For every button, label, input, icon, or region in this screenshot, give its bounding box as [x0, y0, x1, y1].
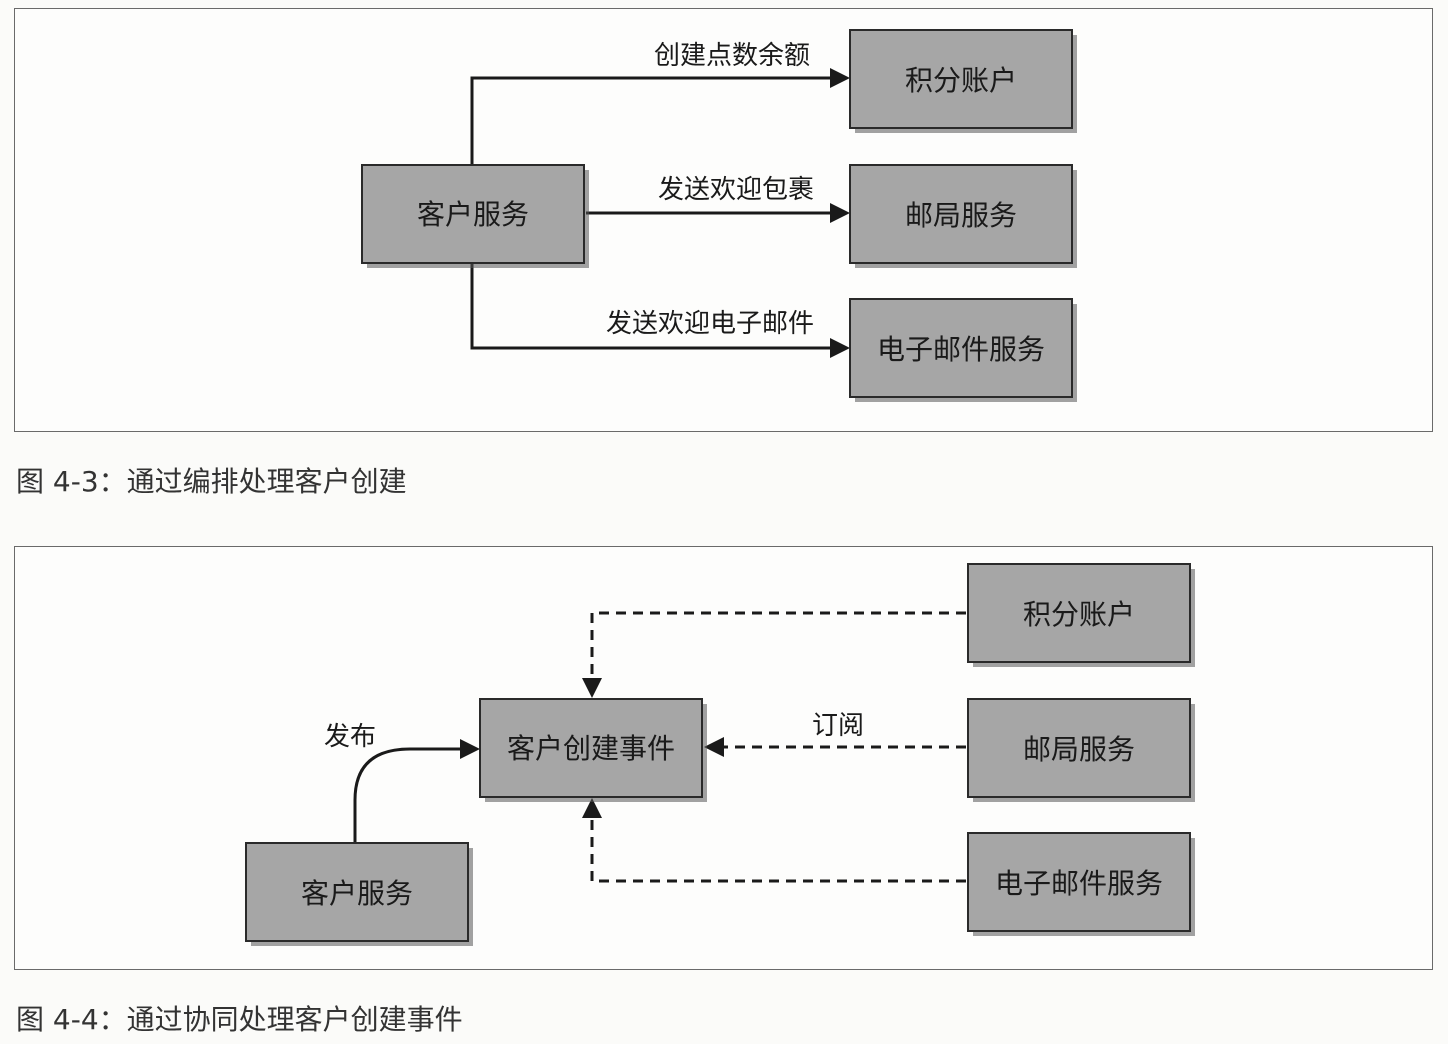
node-label: 邮局服务 [1023, 733, 1135, 766]
node-label: 客户创建事件 [507, 732, 675, 765]
node-email-service: 电子邮件服务 [967, 832, 1195, 936]
arrowhead [582, 678, 602, 698]
node-label: 电子邮件服务 [877, 333, 1045, 366]
node-customer-created-event: 客户创建事件 [479, 698, 707, 802]
edge-email-subscribe [590, 816, 966, 883]
node-postal-service: 邮局服务 [849, 164, 1077, 268]
choreography-diagram: 发布 订阅 客户创建事件 客户服务 积分账户 邮局服务 电子邮件服务 [245, 563, 1195, 946]
node-loyalty-account: 积分账户 [849, 29, 1077, 133]
edge-label-publish: 发布 [324, 722, 376, 752]
orchestration-diagram: 创建点数余额 发送欢迎包裹 发送欢迎电子邮件 客户服务 积分账户 邮局服务 电子… [361, 29, 1077, 402]
edge-send-welcome-email [470, 264, 830, 350]
edge-label-create-points: 创建点数余额 [654, 41, 810, 71]
edge-label-subscribe: 订阅 [812, 711, 864, 741]
node-customer-service: 客户服务 [361, 164, 589, 268]
arrowhead [830, 338, 850, 358]
node-label: 积分账户 [905, 64, 1017, 97]
figure-caption: 图 4-4：通过协同处理客户创建事件 [16, 1003, 463, 1036]
figure-caption: 图 4-3：通过编排处理客户创建 [16, 465, 407, 498]
node-label: 客户服务 [417, 198, 529, 231]
arrowhead [830, 68, 850, 88]
edge-create-points [470, 76, 830, 166]
node-postal-service: 邮局服务 [967, 698, 1195, 802]
node-label: 邮局服务 [905, 199, 1017, 232]
node-label: 积分账户 [1023, 598, 1135, 631]
node-loyalty-account: 积分账户 [967, 563, 1195, 667]
node-customer-service: 客户服务 [245, 842, 473, 946]
edge-publish [353, 747, 462, 842]
arrowhead [582, 798, 602, 818]
node-label: 客户服务 [301, 877, 413, 910]
node-email-service: 电子邮件服务 [849, 298, 1077, 402]
edge-label-send-welcome-email: 发送欢迎电子邮件 [606, 309, 814, 339]
edge-loyalty-subscribe [590, 611, 966, 680]
arrowhead [704, 737, 724, 757]
edge-label-send-welcome-pack: 发送欢迎包裹 [658, 175, 814, 205]
node-label: 电子邮件服务 [995, 867, 1163, 900]
arrowhead [460, 739, 480, 759]
arrowhead [830, 203, 850, 223]
